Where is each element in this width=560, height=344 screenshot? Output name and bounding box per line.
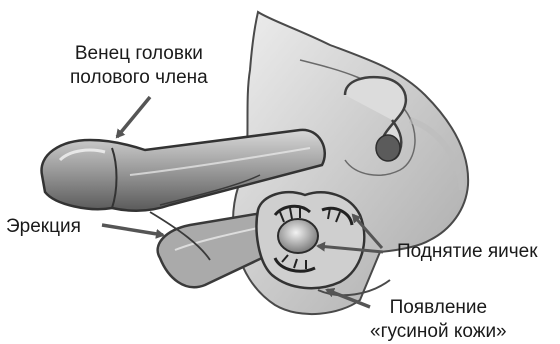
testicle [278, 219, 318, 253]
erection-label: Эрекция [6, 215, 81, 239]
goosebumps-label-line2: «гусиной кожи» [370, 320, 507, 344]
erection-arrow [102, 225, 163, 235]
corona-label-line1: Венец головки [70, 42, 208, 66]
goosebumps-label: Появление «гусиной кожи» [370, 296, 507, 344]
corona-label: Венец головки полового члена [70, 42, 208, 90]
testes-label: Поднятие яичек [397, 240, 538, 264]
goosebumps-label-line1: Появление [370, 296, 507, 320]
corona-arrow [117, 97, 150, 137]
corona-label-line2: полового члена [70, 66, 208, 90]
